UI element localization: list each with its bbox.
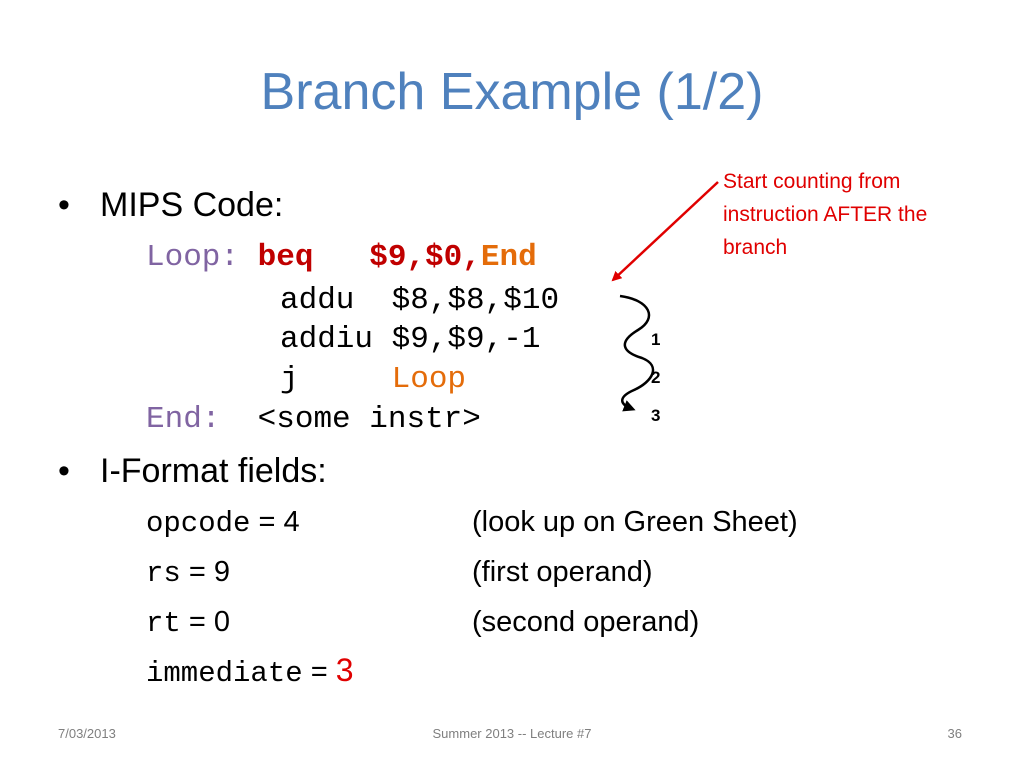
code-op-beq: beq	[257, 240, 314, 275]
bullet-mips-label: MIPS Code:	[100, 186, 284, 224]
code-op-addiu: addiu	[280, 322, 374, 357]
field-eq: =	[180, 556, 214, 588]
code-label-loop: Loop:	[146, 240, 258, 275]
count-2: 2	[651, 368, 661, 387]
code-line-3: addiu $9,$9,-1	[280, 322, 540, 357]
field-note-rt: (second operand)	[472, 606, 700, 638]
count-1: 1	[651, 330, 661, 349]
bullet-mips-code: • MIPS Code:	[58, 186, 283, 225]
code-op-j: j	[280, 362, 299, 397]
code-args-addu: $8,$8,$10	[391, 283, 560, 318]
code-line-2: addu $8,$8,$10	[280, 283, 559, 318]
bullet-iformat-label: I-Format fields:	[100, 452, 327, 490]
bullet-dot: •	[58, 452, 70, 490]
count-3: 3	[651, 406, 661, 425]
field-eq: =	[180, 606, 214, 638]
field-immediate: immediate = 3	[146, 652, 354, 690]
footer-course: Summer 2013 -- Lecture #7	[432, 726, 592, 741]
field-name: rs	[146, 557, 181, 590]
field-value: 0	[213, 606, 231, 638]
red-arrow	[611, 181, 719, 282]
code-some-instr: <some instr>	[257, 402, 481, 437]
code-args-addiu: $9,$9,-1	[391, 322, 541, 357]
field-value: 4	[283, 506, 300, 538]
field-rt: rt = 0	[146, 606, 230, 640]
field-name: opcode	[146, 507, 251, 540]
bullet-iformat: • I-Format fields:	[58, 452, 327, 491]
code-target-loop: Loop	[391, 362, 467, 397]
code-line-5: End: <some instr>	[146, 402, 481, 437]
code-line-1: Loop: beq $9,$0,End	[146, 240, 537, 275]
field-name: immediate	[146, 657, 303, 690]
code-line-4: j Loop	[280, 362, 466, 397]
field-value: 3	[335, 652, 354, 688]
field-name: rt	[146, 607, 181, 640]
field-value: 9	[213, 556, 231, 588]
code-args-beq: $9,$0,	[369, 240, 481, 275]
footer-date: 7/03/2013	[58, 726, 116, 741]
bullet-dot: •	[58, 186, 70, 224]
field-note-opcode: (look up on Green Sheet)	[472, 506, 798, 538]
code-target-end: End	[480, 240, 537, 275]
field-eq: =	[302, 656, 336, 688]
field-eq: =	[250, 506, 284, 538]
code-label-end: End:	[146, 402, 221, 437]
slide-title: Branch Example (1/2)	[260, 63, 764, 121]
field-rs: rs = 9	[146, 556, 230, 590]
code-op-addu: addu	[280, 283, 355, 318]
field-opcode: opcode = 4	[146, 506, 300, 540]
annotation-start-counting: Start counting from instruction AFTER th…	[723, 170, 928, 259]
field-note-rs: (first operand)	[472, 556, 653, 588]
black-squiggle-arrow	[619, 294, 655, 412]
footer-page-number: 36	[947, 726, 962, 741]
